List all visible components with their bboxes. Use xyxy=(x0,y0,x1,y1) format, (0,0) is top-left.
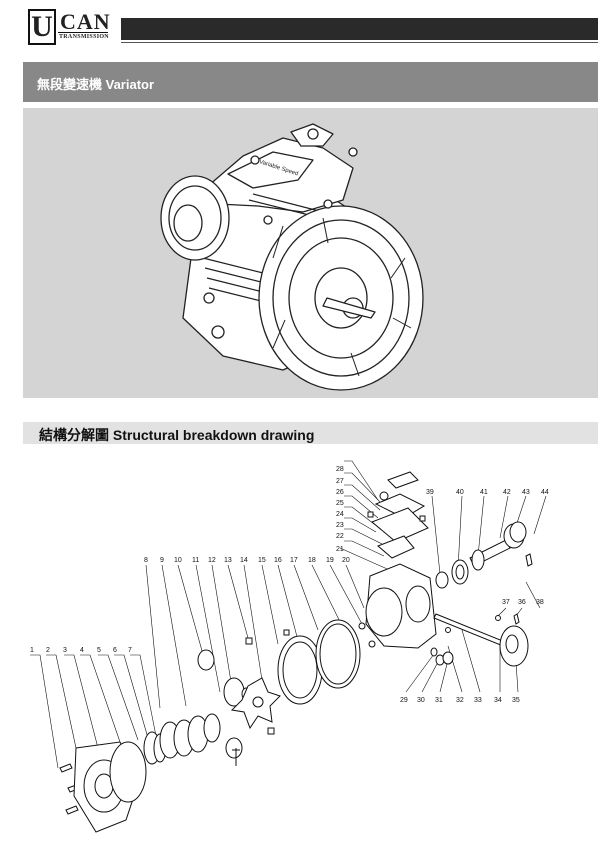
variator-section-header: 無段變速機 Variator xyxy=(23,62,598,102)
part-number-label: 43 xyxy=(522,489,530,496)
logo-brand: CAN xyxy=(60,9,111,34)
part-number-label: 23 xyxy=(336,522,344,529)
part-number-label: 6 xyxy=(113,647,117,654)
part-number-label: 41 xyxy=(480,489,488,496)
part-number-label: 20 xyxy=(342,557,350,564)
part-number-label: 16 xyxy=(274,557,282,564)
header-bar xyxy=(121,18,598,40)
part-number-label: 2 xyxy=(46,647,50,654)
part-number-labels: 1 2 3 4 5 6 7 8 9 10 11 12 13 14 15 16 1… xyxy=(30,466,549,704)
part-number-label: 21 xyxy=(336,546,344,553)
part-number-label: 37 xyxy=(502,599,510,606)
part-number-label: 1 xyxy=(30,647,34,654)
part-number-label: 44 xyxy=(541,489,549,496)
part-number-label: 42 xyxy=(503,489,511,496)
part-number-label: 30 xyxy=(417,697,425,704)
variator-title: 無段變速機 Variator xyxy=(37,77,155,92)
part-number-label: 35 xyxy=(512,697,520,704)
part-number-label: 36 xyxy=(518,599,526,606)
part-number-label: 39 xyxy=(426,489,434,496)
part-number-label: 33 xyxy=(474,697,482,704)
part-number-label: 27 xyxy=(336,478,344,485)
logo-subtitle: TRANSMISSION xyxy=(59,34,109,40)
part-number-label: 31 xyxy=(435,697,443,704)
header-rule xyxy=(121,42,598,43)
variator-product-image: Variable Speed xyxy=(23,108,598,398)
part-number-label: 18 xyxy=(308,557,316,564)
part-number-label: 32 xyxy=(456,697,464,704)
part-number-label: 17 xyxy=(290,557,298,564)
part-number-label: 34 xyxy=(494,697,502,704)
part-number-label: 38 xyxy=(536,599,544,606)
part-number-label: 40 xyxy=(456,489,464,496)
breakdown-title: 結構分解圖 Structural breakdown drawing xyxy=(39,427,315,443)
part-number-label: 11 xyxy=(192,557,199,564)
exploded-drawing: 1 2 3 4 5 6 7 8 9 10 11 12 13 14 15 16 1… xyxy=(30,460,549,833)
part-number-label: 19 xyxy=(326,557,334,564)
part-number-label: 12 xyxy=(208,557,216,564)
part-number-label: 22 xyxy=(336,533,344,540)
part-number-label: 29 xyxy=(400,697,408,704)
part-number-label: 10 xyxy=(174,557,182,564)
part-number-label: 7 xyxy=(128,647,132,654)
part-number-label: 14 xyxy=(240,557,248,564)
ucan-logo: U CAN TRANSMISSION xyxy=(28,9,111,45)
part-number-label: 9 xyxy=(160,557,164,564)
part-number-label: 5 xyxy=(97,647,101,654)
part-number-label: 13 xyxy=(224,557,232,564)
part-number-label: 8 xyxy=(144,557,148,564)
logo-divider xyxy=(58,32,108,33)
part-number-label: 24 xyxy=(336,511,344,518)
part-number-label: 28 xyxy=(336,466,344,473)
part-number-label: 3 xyxy=(63,647,67,654)
part-number-label: 4 xyxy=(80,647,84,654)
part-number-label: 25 xyxy=(336,500,344,507)
breakdown-section-header: 結構分解圖 Structural breakdown drawing xyxy=(23,422,598,444)
variator-drawing: Variable Speed xyxy=(160,123,424,391)
logo-letter: U xyxy=(28,9,56,45)
part-number-label: 26 xyxy=(336,489,344,496)
part-number-label: 15 xyxy=(258,557,266,564)
exploded-parts-diagram: 1 2 3 4 5 6 7 8 9 10 11 12 13 14 15 16 1… xyxy=(0,448,615,841)
